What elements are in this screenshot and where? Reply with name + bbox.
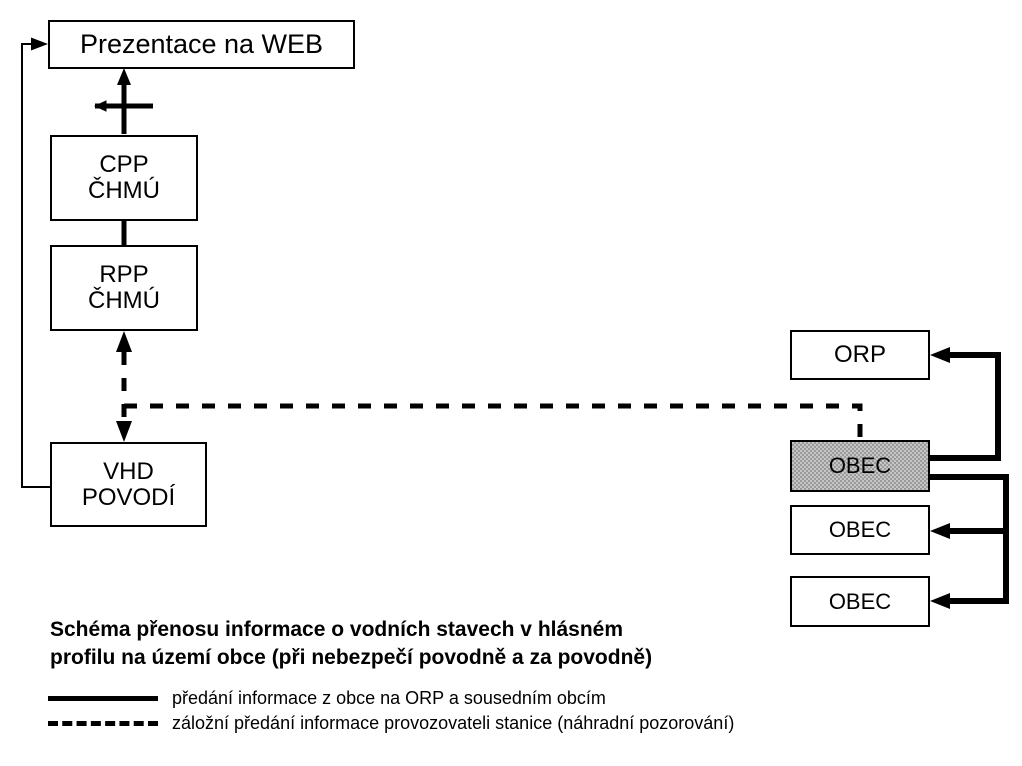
caption-line-1: Schéma přenosu informace o vodních stave… xyxy=(50,618,624,641)
legend-dashed-line-icon xyxy=(48,720,158,726)
node-obec-2-label: OBEC xyxy=(828,517,892,543)
caption-line-2: profilu na území obce (při nebezpečí pov… xyxy=(50,646,653,670)
edge-dashed-backup-route xyxy=(124,403,863,440)
edge-obec1-to-obec2 xyxy=(930,474,1009,534)
edge-cpp-prezentace-arrowhead xyxy=(117,68,131,85)
node-obec-3-label: OBEC xyxy=(828,588,892,614)
node-rpp-line-2: ČHMÚ xyxy=(88,287,160,314)
node-orp-label: ORP xyxy=(833,341,886,369)
edge-dashed-arrowhead-up xyxy=(116,331,132,352)
legend-solid-label: předání informace z obce na ORP a soused… xyxy=(172,688,606,708)
node-cpp-line-2: ČHMÚ xyxy=(88,177,160,204)
node-obec-third[interactable]: OBEC xyxy=(790,576,930,627)
edge-obec1-to-obec3 xyxy=(944,477,1009,604)
legend-item-dashed: záložní předání informace provozovateli … xyxy=(48,711,734,735)
edge-dashed-arrowhead-down xyxy=(116,421,132,442)
node-rpp-chmu[interactable]: RPP ČHMÚ xyxy=(50,245,198,331)
legend-item-solid: předání informace z obce na ORP a soused… xyxy=(48,686,606,710)
edge-obec1-obec3-arrowhead xyxy=(930,593,950,609)
edge-feedback-arrowhead xyxy=(31,37,48,51)
edge-vhd-to-prezentace-feedback xyxy=(21,43,50,488)
node-cpp-line-1: CPP xyxy=(99,151,149,179)
node-vhd-povodi[interactable]: VHD POVODÍ xyxy=(50,442,207,527)
edge-obec1-to-orp xyxy=(930,352,1001,461)
node-obec-1-label: OBEC xyxy=(828,453,892,479)
node-vhd-line-2: POVODÍ xyxy=(81,483,176,511)
node-vhd-line-1: VHD xyxy=(103,457,154,485)
node-cpp-chmu[interactable]: CPP ČHMÚ xyxy=(50,135,198,221)
diagram-caption: Schéma přenosu informace o vodních stave… xyxy=(50,616,810,673)
legend-dashed-label: záložní předání informace provozovateli … xyxy=(172,713,735,733)
node-prezentace-line-1: Prezentace na WEB xyxy=(79,28,324,59)
node-obec-highlighted[interactable]: OBEC xyxy=(790,440,930,492)
edge-obec1-obec2-arrowhead xyxy=(930,523,950,539)
edge-obec1-orp-arrowhead xyxy=(930,347,950,363)
node-obec-second[interactable]: OBEC xyxy=(790,505,930,555)
node-orp[interactable]: ORP xyxy=(790,330,930,380)
legend-solid-line-icon xyxy=(48,695,158,701)
node-rpp-line-1: RPP xyxy=(99,261,149,289)
node-prezentace-na-web[interactable]: Prezentace na WEB xyxy=(48,20,355,69)
